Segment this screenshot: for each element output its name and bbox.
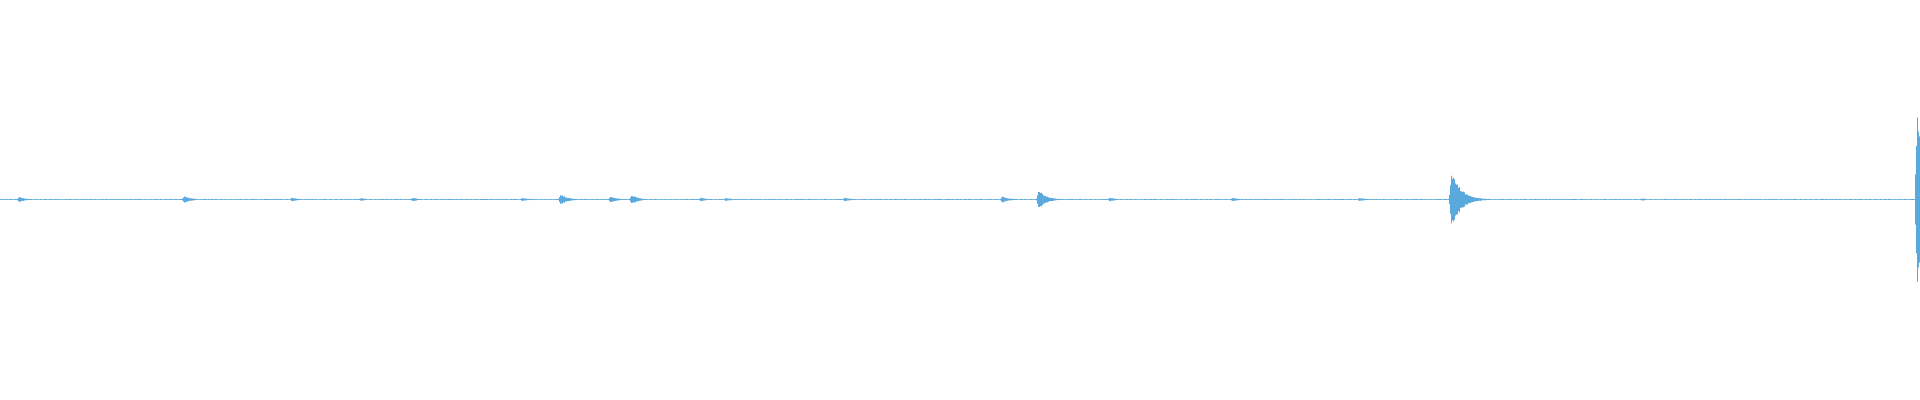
waveform-signal [0,117,1920,282]
